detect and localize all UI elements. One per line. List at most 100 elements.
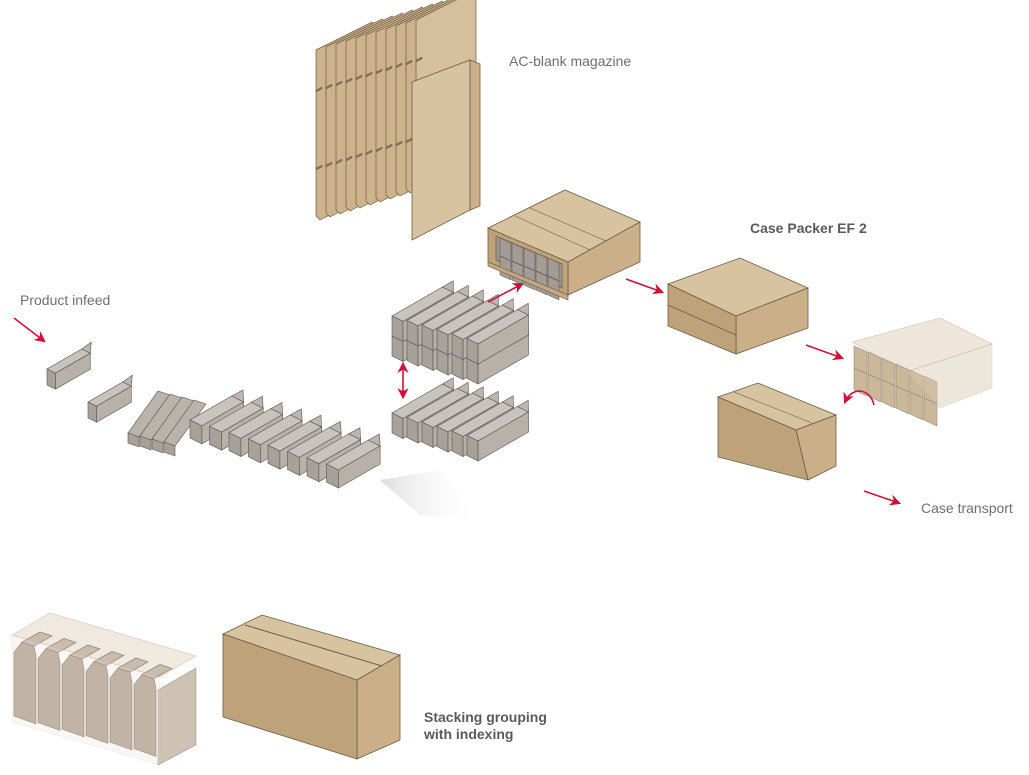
product-seam — [523, 265, 536, 272]
detail-carton — [85, 651, 125, 744]
detail-carton — [37, 638, 77, 731]
detail-carton — [109, 657, 149, 751]
product-gable — [501, 395, 514, 408]
label-ac-blank-magazine: AC-blank magazine — [509, 53, 632, 69]
tilting-product-front — [151, 438, 164, 454]
blank-slot — [345, 155, 353, 162]
product-stack-one-layer — [391, 377, 530, 462]
packed-case-transparent — [851, 317, 993, 427]
label-case-transport: Case transport — [921, 500, 1013, 516]
flow-arrow-icon — [625, 278, 665, 295]
product-gable — [471, 386, 484, 399]
ac-blank-front — [411, 59, 471, 241]
product-gable — [289, 408, 303, 422]
blank-slot — [395, 62, 403, 69]
blank-slot — [415, 56, 423, 63]
flow-arrow-icon — [805, 344, 845, 361]
product-gable — [250, 395, 264, 409]
ac-blank-front-flap — [469, 59, 481, 211]
carton-gable — [93, 651, 125, 666]
product-gable — [122, 374, 133, 387]
closed-case — [666, 257, 810, 355]
packed-product — [881, 379, 896, 409]
rotate-arrow-icon — [843, 390, 875, 406]
blank-slot — [365, 149, 373, 156]
blank-slot — [365, 71, 373, 78]
label-stacking-grouping: Stacking grouping with indexing — [424, 709, 547, 743]
stack-product-upper-layer — [466, 302, 530, 365]
packed-product — [853, 367, 868, 397]
product-gable — [348, 427, 361, 441]
detail-product-group — [11, 612, 197, 766]
tilting-product-front — [127, 432, 140, 448]
detail-carton — [13, 631, 53, 725]
product-gable — [367, 433, 381, 447]
label-stacking-line2: with indexing — [424, 726, 514, 742]
product-gable — [456, 284, 469, 298]
detail-wrap-side — [157, 667, 197, 766]
product-gable — [471, 289, 484, 302]
blank-slot — [385, 65, 393, 72]
product-seam — [511, 260, 524, 267]
carton-gable — [21, 631, 53, 647]
product-gable — [486, 390, 499, 404]
carton-gable — [141, 664, 173, 679]
turned-case — [716, 382, 838, 481]
ac-blank-magazine — [315, 0, 481, 241]
product-gable — [231, 389, 244, 403]
label-stacking-line1: Stacking grouping — [424, 709, 547, 725]
product-gable — [441, 280, 454, 293]
detail-carton — [133, 664, 173, 757]
infeed-product — [46, 341, 92, 390]
packed-product — [895, 385, 910, 415]
product-gable — [309, 414, 322, 428]
product-gable — [501, 298, 514, 311]
product-seam — [535, 270, 548, 277]
product-gable — [456, 381, 469, 395]
flow-arrow-icon — [13, 317, 46, 343]
detail-carton — [61, 644, 101, 738]
carton-gable — [117, 657, 149, 673]
blank-slot — [345, 77, 353, 84]
packed-product — [909, 391, 924, 421]
tilting-product-front — [139, 435, 152, 451]
flow-arrow-icon — [863, 490, 902, 506]
packed-product — [867, 373, 882, 403]
packed-products — [853, 345, 938, 427]
stack-product — [466, 399, 530, 462]
product-seam — [499, 255, 512, 262]
label-product-infeed: Product infeed — [20, 292, 111, 308]
tilting-product-front — [163, 441, 176, 457]
product-gable — [270, 402, 283, 415]
product-infeed-line — [46, 341, 381, 489]
blank-slot — [355, 74, 363, 81]
blank-slot — [315, 86, 323, 93]
product-gable — [441, 377, 454, 390]
blank-slot — [325, 83, 333, 90]
carton-gable — [45, 638, 77, 653]
product-stack-two-layers — [391, 280, 530, 385]
infeed-product — [87, 374, 133, 423]
product-gable — [81, 341, 92, 354]
carton-gable — [69, 644, 101, 660]
wrap-around-case — [487, 189, 641, 301]
flow-arrow-icon — [487, 282, 524, 303]
detail-large-case — [221, 614, 402, 760]
product-gable — [516, 302, 529, 316]
blank-slot — [395, 140, 403, 147]
product-seam — [547, 275, 560, 282]
diagram-title: Case Packer EF 2 — [750, 220, 867, 236]
blank-slot — [375, 146, 383, 153]
blank-slot — [405, 59, 413, 66]
blank-slot — [315, 164, 323, 171]
blank-slot — [375, 68, 383, 75]
blank-slot — [325, 161, 333, 168]
packed-product — [923, 397, 938, 427]
blank-slot — [335, 80, 343, 87]
product-gable — [516, 399, 529, 413]
blank-slot — [355, 152, 363, 159]
blank-slot — [335, 158, 343, 165]
product-gable — [328, 420, 342, 434]
blank-slot — [385, 143, 393, 150]
